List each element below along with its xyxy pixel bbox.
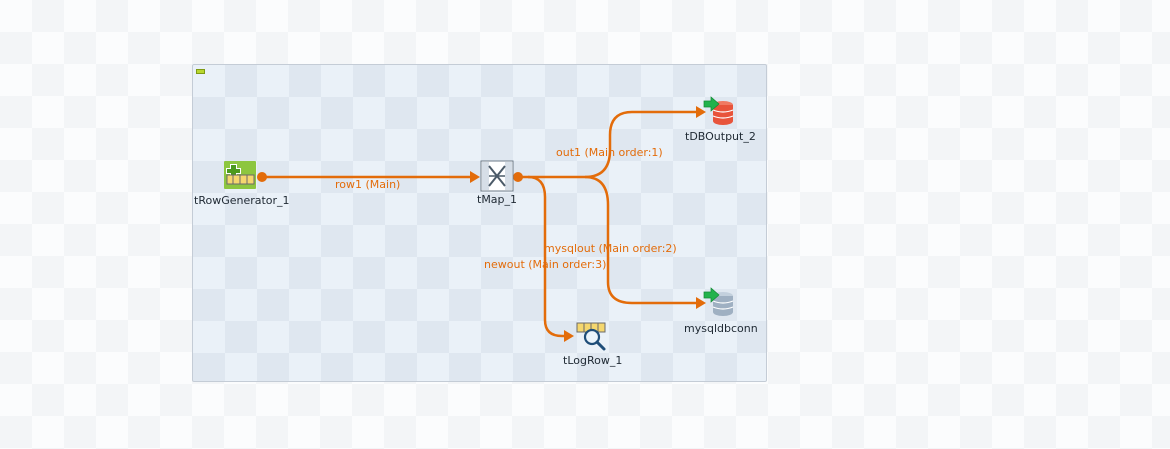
component-label-row-generator: tRowGenerator_1 — [194, 194, 290, 207]
component-label-mysql-output: mysqldbconn — [684, 322, 758, 335]
link-mysqlout[interactable] — [584, 175, 698, 305]
link-tmap-out-connector — [513, 172, 523, 182]
link-newout[interactable] — [527, 175, 566, 338]
component-label-db-output: tDBOutput_2 — [685, 130, 756, 143]
collapse-toggle[interactable] — [196, 69, 205, 74]
link-out1-arrow — [696, 106, 706, 118]
link-mysqlout-arrow — [696, 297, 706, 309]
link-row1-arrow — [470, 171, 480, 183]
db-output-icon[interactable] — [703, 96, 734, 125]
link-row1-connector — [257, 172, 267, 182]
log-row-icon[interactable] — [576, 322, 606, 351]
link-label-row1: row1 (Main) — [335, 178, 401, 191]
link-label-mysqlout: mysqlout (Main order:2) — [544, 242, 677, 255]
job-canvas-frame[interactable] — [192, 64, 767, 382]
mysql-output-icon[interactable] — [703, 287, 734, 316]
link-label-newout: newout (Main order:3) — [484, 258, 607, 271]
component-label-log-row: tLogRow_1 — [563, 354, 623, 367]
component-label-tmap: tMap_1 — [477, 193, 518, 206]
tmap-icon[interactable] — [480, 160, 514, 192]
link-label-out1: out1 (Main order:1) — [556, 146, 663, 159]
row-generator-icon[interactable] — [224, 161, 256, 189]
link-out1[interactable] — [518, 110, 698, 179]
link-newout-arrow — [564, 330, 574, 342]
